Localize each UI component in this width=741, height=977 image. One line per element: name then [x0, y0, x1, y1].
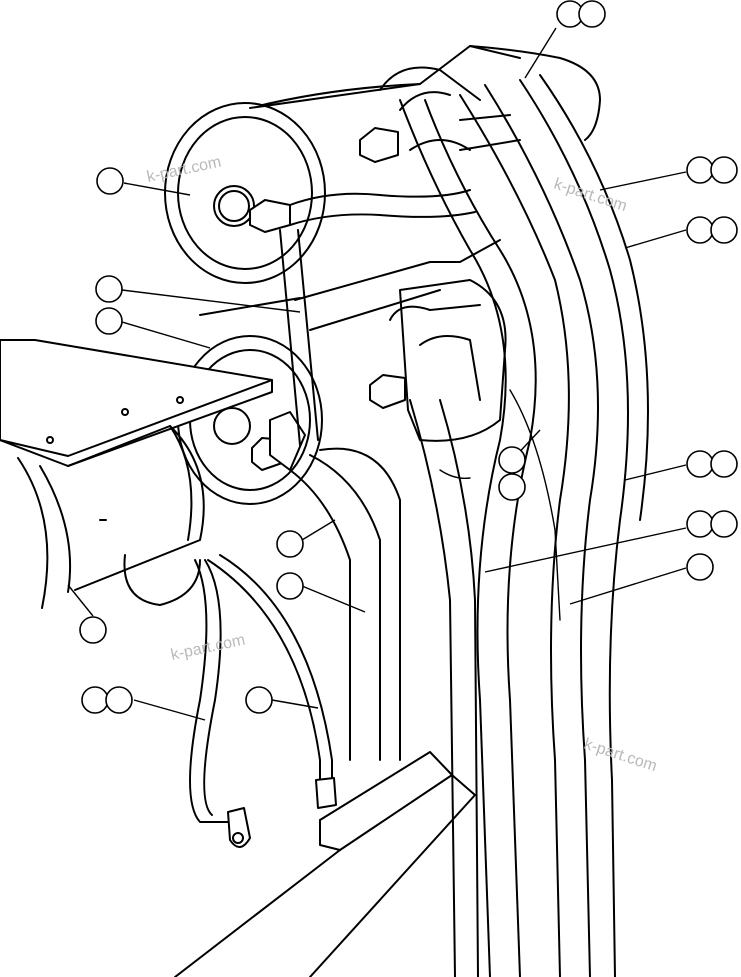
callout-bubble [686, 450, 714, 478]
frame-rail [174, 751, 476, 977]
callout-bubble [686, 156, 714, 184]
callout-bubble [578, 0, 606, 28]
watermark-text: k-part.com [552, 176, 629, 216]
callout-bubble [95, 275, 123, 303]
callout-bubble [498, 473, 526, 501]
upper-motor [164, 45, 601, 284]
callout-bubble [105, 686, 133, 714]
left-housing [17, 425, 205, 609]
callout-bubbles [79, 0, 738, 714]
callout-bubble [276, 572, 304, 600]
callout-bubble [95, 307, 123, 335]
callout-bubble [79, 616, 107, 644]
watermark-text: k-part.com [169, 632, 246, 664]
callout-bubble [710, 510, 738, 538]
callout-bubble [686, 216, 714, 244]
cables [189, 66, 649, 977]
callout-bubble [96, 167, 124, 195]
callout-bubble [276, 530, 304, 558]
callout-bubble [710, 156, 738, 184]
junction-block [389, 279, 507, 442]
fittings [249, 127, 406, 471]
callout-bubble [686, 510, 714, 538]
left-plate [0, 339, 273, 467]
callout-bubble [498, 446, 526, 474]
callout-bubble [245, 686, 273, 714]
callout-leaders [67, 27, 687, 721]
callout-bubble [81, 686, 109, 714]
callout-bubble [710, 450, 738, 478]
callout-bubble [710, 216, 738, 244]
callout-bubble [686, 553, 714, 581]
